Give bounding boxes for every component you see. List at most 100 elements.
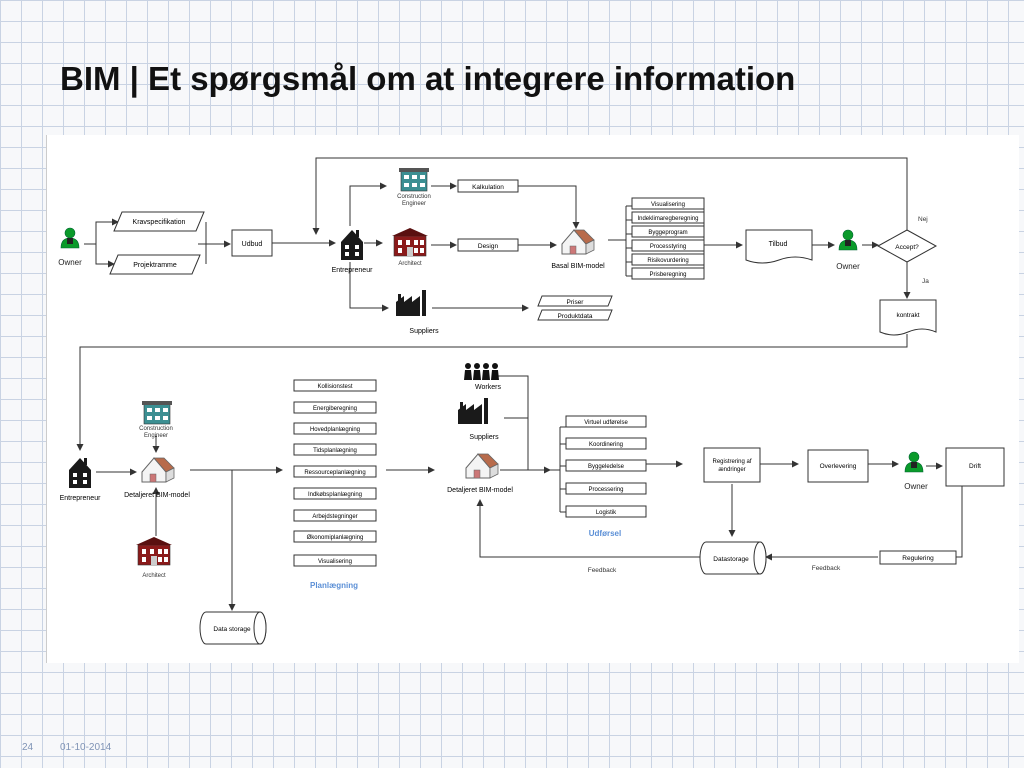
analysis-item-label: Visualisering xyxy=(651,202,685,208)
slide-number: 24 xyxy=(22,742,34,753)
analysis-list: Visualisering Indeklimaregberegning Bygg… xyxy=(625,197,706,280)
entrepreneur-icon xyxy=(341,230,363,260)
planning-item-label: Kollisionstest xyxy=(317,384,352,390)
accept-label: Accept? xyxy=(895,244,919,251)
construction-engineer-2-label-1: Construction xyxy=(139,426,173,432)
diagram-panel xyxy=(46,135,1019,663)
kalkulation-box xyxy=(457,179,519,193)
execution-item xyxy=(565,482,647,495)
regulering-label: Regulering xyxy=(902,555,934,562)
priser-box xyxy=(537,295,613,307)
analysis-item xyxy=(631,197,705,210)
feedback-label-left: Feedback xyxy=(588,567,617,574)
projektramme-label: Projektramme xyxy=(133,262,177,269)
architect-label: Architect xyxy=(398,261,422,267)
design-box xyxy=(457,238,519,252)
owner-bottom-icon xyxy=(904,451,924,473)
tilbud-label: Tilbud xyxy=(769,241,788,248)
planning-item xyxy=(293,530,377,543)
udforsel-label: Udførsel xyxy=(589,529,621,538)
execution-item xyxy=(565,459,647,472)
overlevering-label: Overlevering xyxy=(820,463,857,470)
datastorage-right xyxy=(699,541,767,575)
construction-engineer-label-1: Construction xyxy=(397,194,431,200)
execution-item-label: Koordinering xyxy=(589,442,623,448)
planning-item xyxy=(293,509,377,522)
workers-icon xyxy=(464,363,499,380)
data-storage-left-label: Data storage xyxy=(213,626,251,633)
owner-left-icon xyxy=(60,227,80,249)
execution-item-label: Logistik xyxy=(596,510,617,516)
analysis-item-label: Byggeprogram xyxy=(648,230,687,236)
execution-item xyxy=(565,437,647,450)
construction-engineer-label-2: Engineer xyxy=(402,201,426,207)
planlaegning-label: Planlægning xyxy=(310,581,358,590)
nej-label: Nej xyxy=(918,216,928,223)
accept-diamond xyxy=(876,229,938,263)
owner-bottom-label: Owner xyxy=(904,482,928,491)
bottom-connectors xyxy=(96,375,963,611)
execution-item xyxy=(565,505,647,518)
planning-item-label: Indkøbsplanlægning xyxy=(308,492,362,498)
kravspecifikation-box xyxy=(113,211,205,232)
bottom-flow: Construction Engineer Entrepreneur Detal… xyxy=(60,363,1005,645)
registrering-box xyxy=(703,447,761,483)
entrepreneur-2-label: Entrepreneur xyxy=(60,495,102,502)
detaljeret-bim-2-house-icon xyxy=(465,453,499,479)
architect-2-label: Architect xyxy=(142,573,166,579)
produktdata-box xyxy=(537,309,613,321)
kontrakt-document xyxy=(879,299,937,336)
planning-item-label: Tidsplanlægning xyxy=(313,448,357,454)
datastorage-right-label: Datastorage xyxy=(713,556,749,563)
design-label: Design xyxy=(478,243,499,250)
execution-item-label: Virtuel udførelse xyxy=(584,420,628,426)
kalkulation-label: Kalkulation xyxy=(472,184,504,191)
planning-item xyxy=(293,554,377,567)
suppliers-2-label: Suppliers xyxy=(469,434,499,441)
owner-left-label: Owner xyxy=(58,258,82,267)
registrering-label-1: Registrering af xyxy=(712,459,751,465)
suppliers-2-icon xyxy=(458,398,488,424)
udbud-label: Udbud xyxy=(242,241,263,248)
basal-bim-label: Basal BIM-model xyxy=(551,263,605,270)
top-connectors xyxy=(76,157,911,451)
detaljeret-bim-house-icon xyxy=(141,457,175,483)
workers-label: Workers xyxy=(475,384,501,391)
entrepreneur-label: Entrepreneur xyxy=(332,267,374,274)
analysis-list-bracket xyxy=(625,205,632,277)
execution-item-label: Byggeledelse xyxy=(588,464,625,470)
planning-item-label: Økonomiplanlægning xyxy=(307,535,364,541)
analysis-item-label: Risikovurdering xyxy=(647,258,688,264)
ja-label: Ja xyxy=(922,278,929,285)
construction-engineer-icon xyxy=(398,167,430,192)
planning-item-label: Energiberegning xyxy=(313,406,357,412)
top-flow: Owner Kravspecifikation Projektramme Udb… xyxy=(58,157,938,451)
planning-item xyxy=(293,443,377,456)
kravspecifikation-label: Kravspecifikation xyxy=(133,219,186,226)
udbud-box xyxy=(231,229,273,257)
priser-label: Priser xyxy=(567,299,585,306)
drift-box xyxy=(945,447,1005,487)
suppliers-label: Suppliers xyxy=(409,328,439,335)
planning-item xyxy=(293,422,377,435)
overlevering-box xyxy=(807,449,869,483)
basal-bim-house-icon xyxy=(561,229,595,255)
analysis-item-label: Prisberegning xyxy=(649,272,686,278)
analysis-list-bracket-right xyxy=(703,206,706,276)
planning-item-label: Ressourceplanlægning xyxy=(304,470,365,476)
execution-item xyxy=(565,415,647,428)
planning-list: Kollisionstest Energiberegning Hovedplan… xyxy=(293,379,377,567)
owner-right-icon xyxy=(838,229,858,251)
planning-item xyxy=(293,465,377,478)
slide-title: BIM | Et spørgsmål om at integrere infor… xyxy=(60,60,796,97)
registrering-label-2: ændringer xyxy=(718,467,745,473)
owner-right-label: Owner xyxy=(836,262,860,271)
construction-engineer-2-icon xyxy=(141,400,173,425)
detaljeret-bim-2-label: Detaljeret BIM-model xyxy=(447,487,513,494)
kontrakt-label: kontrakt xyxy=(896,312,919,319)
analysis-item-label: Indeklimaregberegning xyxy=(637,216,698,222)
planning-item xyxy=(293,401,377,414)
analysis-item-label: Processtyring xyxy=(650,244,686,250)
data-storage-left xyxy=(199,611,267,645)
